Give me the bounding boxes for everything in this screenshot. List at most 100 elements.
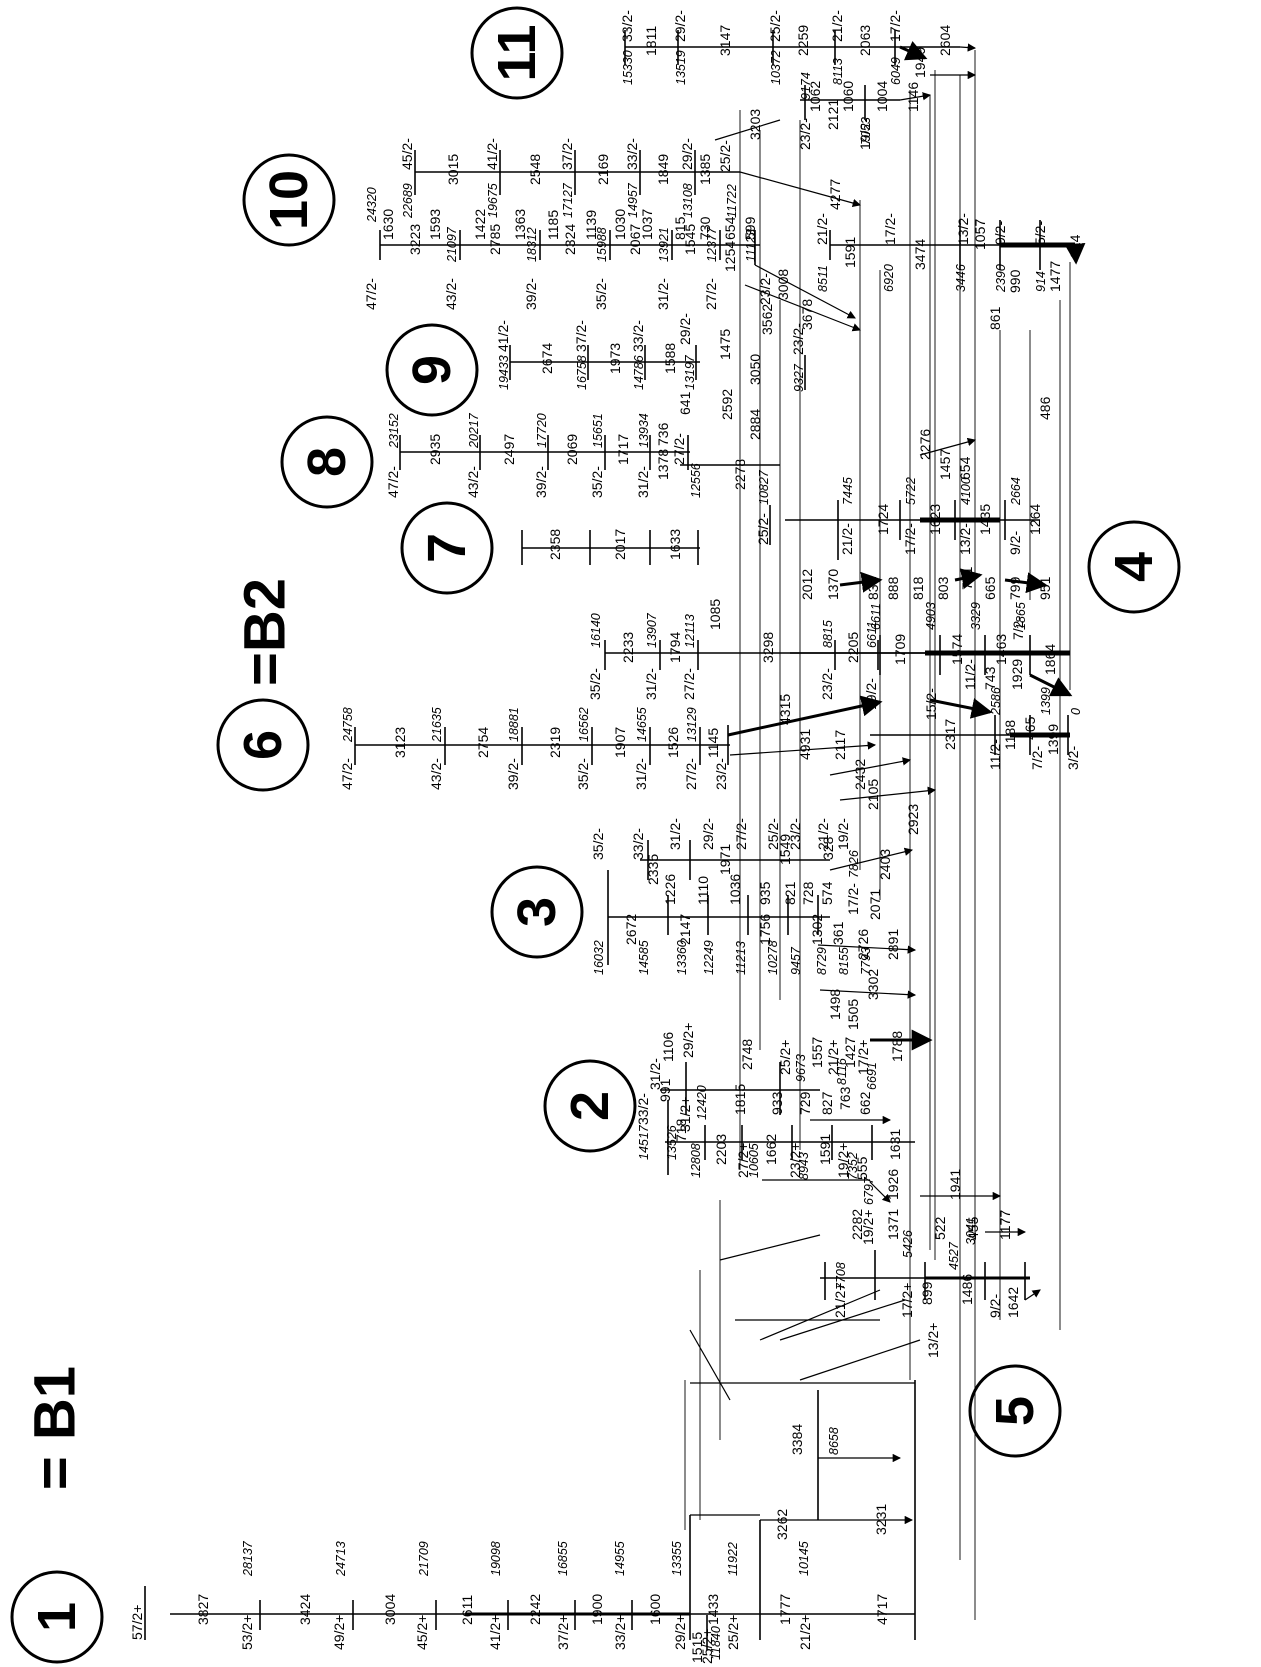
- svg-text:1574: 1574: [949, 634, 965, 665]
- svg-text:39/2-: 39/2-: [505, 758, 521, 790]
- svg-text:2121: 2121: [825, 99, 841, 130]
- svg-text:899: 899: [919, 1281, 935, 1305]
- svg-text:555: 555: [854, 1156, 870, 1180]
- band-3-marker: 3: [492, 867, 582, 957]
- svg-text:2259: 2259: [795, 25, 811, 56]
- svg-text:6691: 6691: [865, 1062, 879, 1090]
- svg-text:16032: 16032: [592, 940, 606, 975]
- svg-text:1433: 1433: [705, 1594, 721, 1625]
- svg-text:16758: 16758: [575, 355, 589, 390]
- svg-text:654: 654: [957, 456, 973, 480]
- svg-text:9/2-: 9/2-: [992, 221, 1008, 245]
- svg-text:718: 718: [673, 1118, 689, 1142]
- svg-text:3203: 3203: [747, 109, 763, 140]
- svg-text:23/2-: 23/2-: [797, 118, 813, 150]
- svg-text:7708: 7708: [834, 1262, 848, 1290]
- svg-text:729: 729: [797, 1091, 813, 1115]
- svg-text:1254: 1254: [722, 241, 738, 272]
- svg-text:16562: 16562: [577, 707, 591, 742]
- svg-text:12113: 12113: [683, 614, 697, 648]
- svg-text:1926: 1926: [885, 1169, 901, 1200]
- band-10-marker: 10: [244, 155, 334, 245]
- svg-text:662: 662: [857, 1091, 873, 1115]
- svg-text:2233: 2233: [620, 632, 636, 663]
- svg-text:14786: 14786: [632, 355, 646, 390]
- svg-text:33/2+: 33/2+: [612, 1615, 628, 1650]
- svg-text:4277: 4277: [827, 179, 843, 210]
- svg-text:13/2+: 13/2+: [925, 1323, 941, 1358]
- svg-text:13355: 13355: [670, 1541, 684, 1576]
- svg-text:16855: 16855: [556, 1541, 570, 1576]
- svg-text:1788: 1788: [889, 1031, 905, 1062]
- svg-text:5/2-: 5/2-: [1032, 221, 1048, 245]
- svg-text:1062: 1062: [807, 81, 823, 112]
- svg-text:21709: 21709: [417, 1541, 431, 1577]
- svg-text:1302: 1302: [809, 914, 825, 945]
- svg-text:12808: 12808: [689, 1143, 703, 1178]
- svg-text:818: 818: [910, 576, 926, 600]
- svg-text:991: 991: [657, 1078, 673, 1102]
- svg-text:25/2+: 25/2+: [725, 1615, 741, 1650]
- svg-text:19/2-: 19/2-: [863, 678, 879, 710]
- svg-text:2282: 2282: [849, 1209, 865, 1240]
- svg-text:13519: 13519: [674, 50, 688, 85]
- svg-text:888: 888: [885, 576, 901, 600]
- svg-text:23/2-: 23/2-: [757, 273, 773, 305]
- svg-text:33/2-: 33/2-: [624, 138, 640, 170]
- svg-text:10827: 10827: [757, 469, 771, 505]
- svg-text:21/2-: 21/2-: [839, 523, 855, 555]
- svg-text:11/2-: 11/2-: [987, 739, 1003, 770]
- svg-text:3562: 3562: [759, 304, 775, 335]
- svg-text:2335: 2335: [645, 854, 661, 885]
- svg-text:1591: 1591: [842, 237, 858, 268]
- svg-text:33/2-: 33/2-: [630, 828, 646, 860]
- band-7-marker: 7: [402, 503, 492, 593]
- band-8-number: 8: [297, 447, 357, 477]
- svg-text:29/2-: 29/2-: [700, 818, 716, 850]
- svg-text:1630: 1630: [380, 209, 396, 240]
- svg-text:10372: 10372: [769, 50, 783, 85]
- svg-text:728: 728: [800, 881, 816, 905]
- svg-text:1865: 1865: [1014, 602, 1028, 630]
- svg-text:3446: 3446: [954, 264, 968, 292]
- svg-text:3147: 3147: [717, 25, 733, 56]
- svg-text:14957: 14957: [626, 182, 640, 218]
- svg-text:19675: 19675: [486, 183, 500, 218]
- svg-text:1811: 1811: [643, 26, 659, 56]
- svg-text:641: 641: [677, 391, 693, 415]
- svg-text:10145: 10145: [797, 1541, 811, 1576]
- svg-text:1475: 1475: [717, 329, 733, 360]
- svg-text:19433: 19433: [497, 355, 511, 390]
- svg-text:31/2-: 31/2-: [633, 758, 649, 790]
- svg-text:14517: 14517: [637, 1124, 651, 1160]
- svg-text:1037: 1037: [639, 209, 655, 240]
- svg-text:29/2-: 29/2-: [677, 313, 693, 345]
- svg-text:13129: 13129: [685, 707, 699, 742]
- svg-text:43/2-: 43/2-: [428, 758, 444, 790]
- svg-text:19/2-: 19/2-: [835, 818, 851, 850]
- svg-text:2071: 2071: [867, 889, 883, 920]
- svg-text:13907: 13907: [645, 612, 659, 648]
- svg-text:2586: 2586: [989, 687, 1003, 716]
- svg-text:2604: 2604: [937, 25, 953, 56]
- svg-text:21/2+: 21/2+: [797, 1615, 813, 1650]
- svg-text:31/2-: 31/2-: [655, 278, 671, 310]
- svg-text:11840: 11840: [709, 1626, 723, 1660]
- svg-text:2203: 2203: [713, 1134, 729, 1165]
- svg-text:1185: 1185: [545, 210, 561, 240]
- band-6-cascade: 47/2- 43/2- 39/2- 35/2- 31/2- 27/2- 23/2…: [339, 694, 880, 790]
- band-11-number: 11: [487, 24, 547, 81]
- svg-text:3678: 3678: [799, 299, 815, 330]
- svg-text:1370: 1370: [825, 569, 841, 600]
- svg-text:1139: 1139: [583, 210, 599, 240]
- svg-text:3384: 3384: [789, 1424, 805, 1455]
- band6-spin-labels: 47/2- 43/2- 39/2- 35/2- 31/2- 27/2- 23/2…: [339, 758, 729, 790]
- svg-text:9/2-: 9/2-: [1007, 531, 1023, 555]
- svg-text:4717: 4717: [874, 1594, 890, 1625]
- svg-text:2672: 2672: [623, 914, 639, 945]
- svg-text:14585: 14585: [637, 940, 651, 975]
- svg-text:2317: 2317: [942, 719, 958, 750]
- svg-text:39/2-: 39/2-: [533, 466, 549, 498]
- band-8-marker: 8: [282, 417, 372, 507]
